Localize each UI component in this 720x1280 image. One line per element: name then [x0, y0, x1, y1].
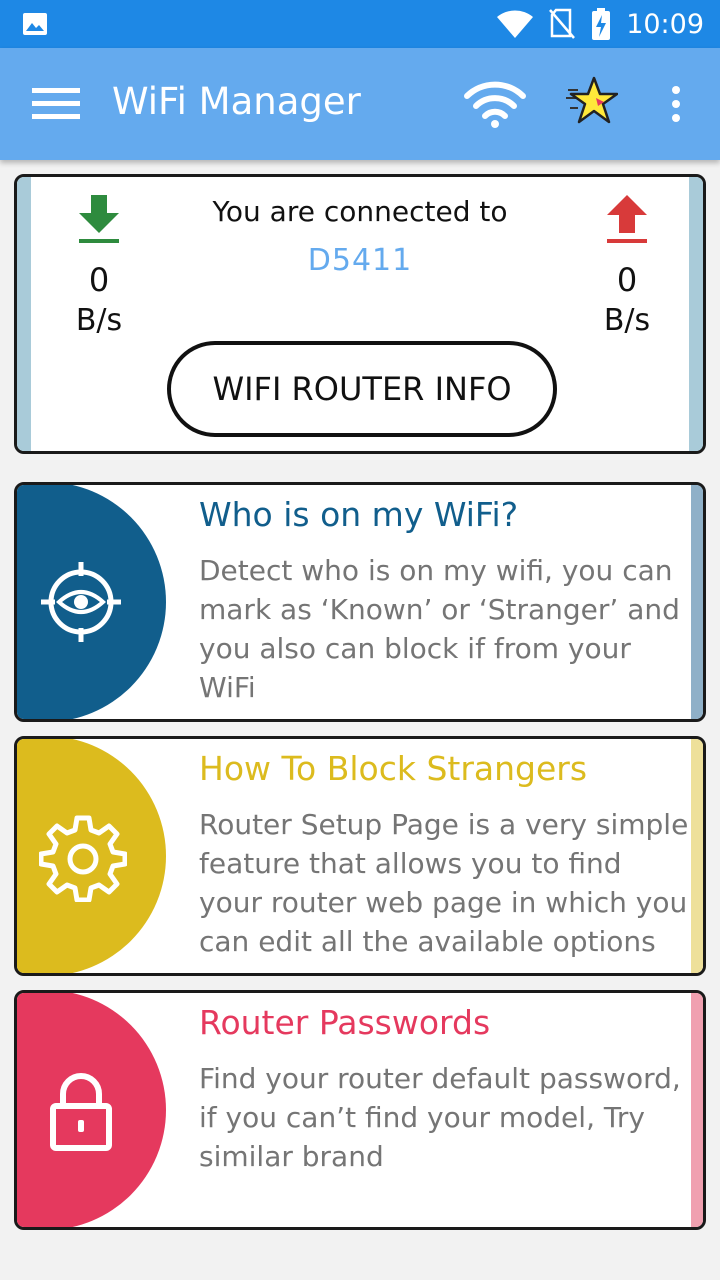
card-edge	[691, 993, 703, 1227]
download-value: 0	[88, 261, 110, 299]
lock-icon	[50, 1073, 112, 1151]
feature-card-router-passwords[interactable]: Router Passwords Find your router defaul…	[14, 990, 706, 1230]
card-edge	[691, 485, 703, 719]
app-title: WiFi Manager	[112, 80, 361, 123]
feature-title: Router Passwords	[199, 1003, 491, 1042]
feature-card-block-strangers[interactable]: How To Block Strangers Router Setup Page…	[14, 736, 706, 976]
status-time: 10:09	[626, 8, 704, 40]
gallery-notification-icon	[23, 13, 47, 35]
no-sim-icon	[549, 8, 576, 39]
wifi-router-info-button[interactable]: WIFI ROUTER INFO	[167, 341, 557, 437]
upload-arrow-icon	[607, 195, 647, 243]
card-edge	[689, 177, 703, 451]
feature-description: Find your router default password, if yo…	[199, 1062, 681, 1173]
feature-card-who-is-on-wifi[interactable]: Who is on my WiFi? Detect who is on my w…	[14, 482, 706, 722]
download-speed: 0 B/s	[49, 195, 149, 338]
connected-label: You are connected to	[212, 195, 508, 228]
card-edge	[17, 177, 31, 451]
feature-description: Router Setup Page is a very simple featu…	[199, 808, 689, 958]
wifi-icon[interactable]	[464, 78, 526, 130]
wifi-signal-icon	[497, 10, 534, 39]
feature-description: Detect who is on my wifi, you can mark a…	[199, 554, 680, 704]
feature-icon-badge	[17, 485, 166, 719]
feature-icon-badge	[17, 739, 166, 973]
download-unit: B/s	[75, 303, 123, 338]
feature-title: Who is on my WiFi?	[199, 495, 519, 534]
feature-icon-badge	[17, 993, 166, 1227]
upload-speed: 0 B/s	[577, 195, 677, 338]
battery-charging-icon	[592, 8, 611, 40]
upload-value: 0	[616, 261, 638, 299]
eye-target-icon	[41, 562, 121, 642]
download-arrow-icon	[79, 195, 119, 243]
star-rating-icon[interactable]	[566, 76, 618, 128]
more-options-icon[interactable]	[664, 84, 688, 124]
menu-icon[interactable]	[32, 84, 80, 124]
gear-icon	[39, 815, 127, 902]
connection-card: 0 B/s You are connected to D5411 0 B/s W…	[14, 174, 706, 454]
status-bar: 10:09	[0, 0, 720, 48]
feature-title: How To Block Strangers	[199, 749, 588, 788]
network-ssid: D5411	[307, 243, 413, 278]
app-bar: WiFi Manager	[0, 48, 720, 160]
upload-unit: B/s	[603, 303, 651, 338]
card-edge	[691, 739, 703, 973]
